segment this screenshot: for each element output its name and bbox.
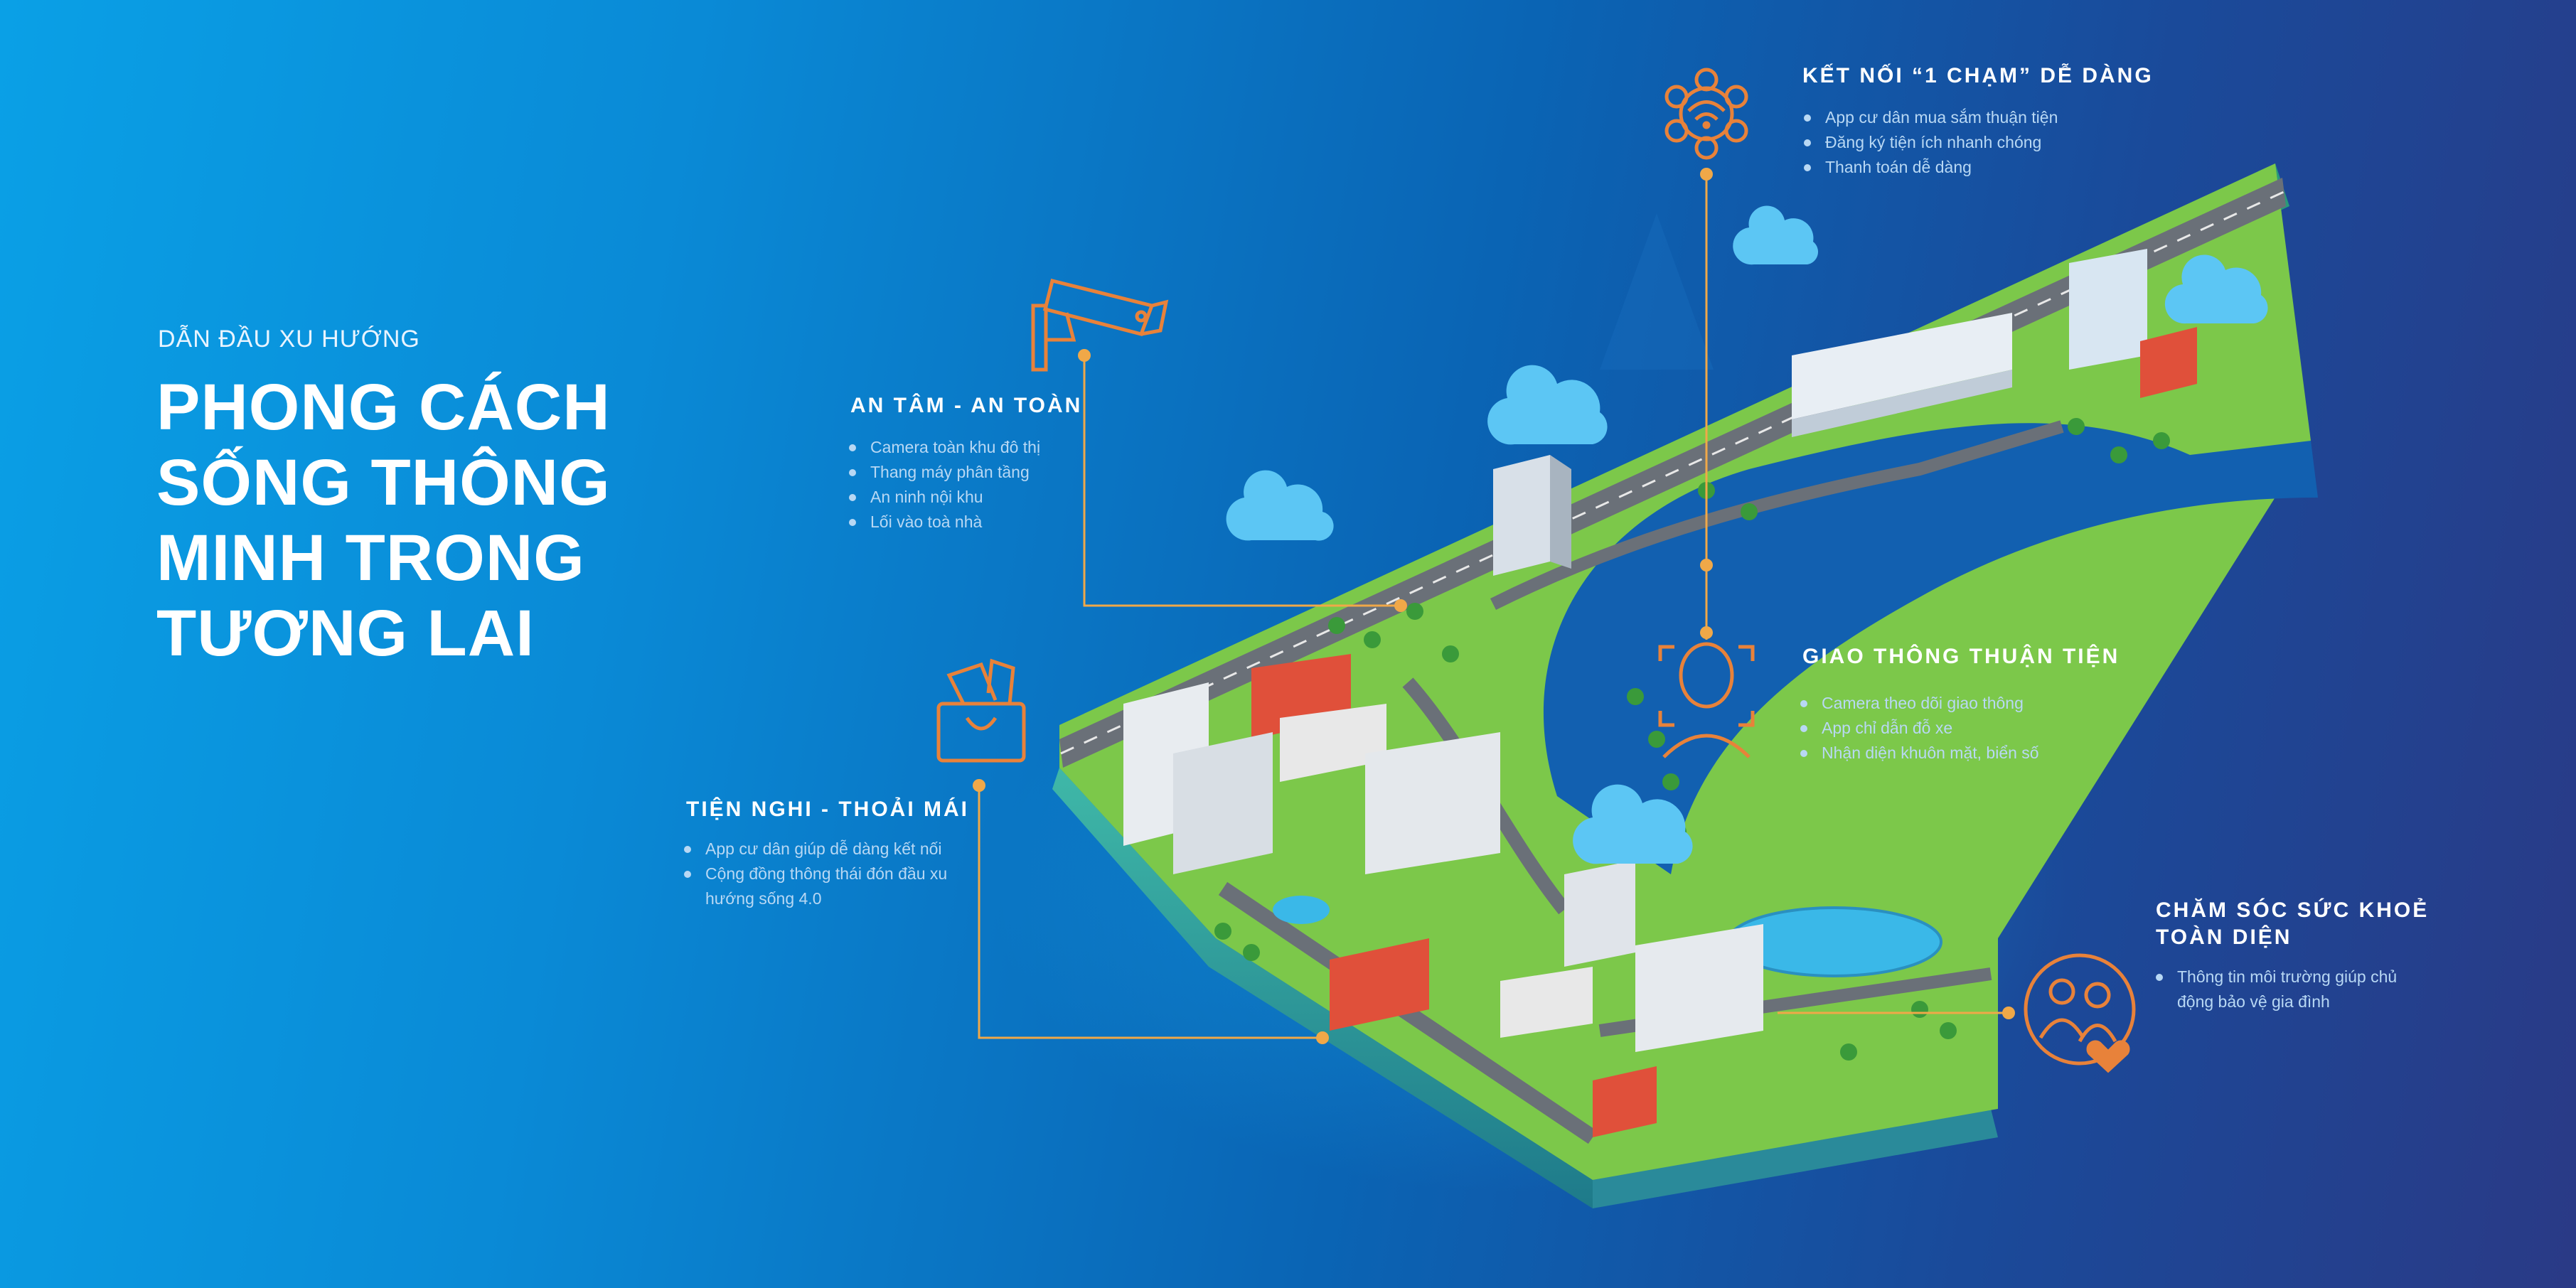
feature-health-title: CHĂM SÓC SỨC KHOẺ TOÀN DIỆN xyxy=(2156,897,2429,951)
list-item: Đăng ký tiện ích nhanh chóng xyxy=(1802,130,2058,155)
road-north xyxy=(1490,420,2064,611)
security-camera-icon xyxy=(1031,278,1169,372)
connector-comfort xyxy=(978,785,1322,1039)
pond xyxy=(1273,896,1330,924)
list-item: App chỉ dẫn đỗ xe xyxy=(1799,716,2039,741)
headline-title-line: MINH TRONG xyxy=(156,522,585,594)
feature-health-title-line: CHĂM SÓC SỨC KHOẺ xyxy=(2156,898,2430,922)
list-item: Cộng đồng thông thái đón đầu xu hướng số… xyxy=(683,862,981,911)
headline-title-line: SỐNG THÔNG xyxy=(156,446,611,519)
feature-connect-title: KẾT NỐI “1 CHẠM” DỄ DÀNG xyxy=(1802,64,2154,87)
headline-kicker: DẪN ĐẦU XU HƯỚNG xyxy=(158,326,420,353)
network-icon xyxy=(1664,68,1748,160)
bay-water xyxy=(1543,423,2318,874)
feature-safety-title: AN TÂM - AN TOÀN xyxy=(850,394,1083,417)
list-item: Lối vào toà nhà xyxy=(848,510,1040,535)
feature-connect-list: App cư dân mua sắm thuận tiện Đăng ký ti… xyxy=(1802,105,2058,180)
headline-title-line: PHONG CÁCH xyxy=(156,371,611,444)
list-item: Camera theo dõi giao thông xyxy=(1799,691,2039,716)
island-edge-south xyxy=(1593,1109,1998,1208)
buildings xyxy=(1123,249,2197,1137)
shopping-bag-icon xyxy=(936,658,1026,763)
list-item: Thông tin môi trường giúp chủ động bảo v… xyxy=(2154,965,2410,1014)
face-recognition-icon xyxy=(1658,642,1755,758)
feature-safety-list: Camera toàn khu đô thị Thang máy phân tầ… xyxy=(848,435,1040,535)
list-item: Camera toàn khu đô thị xyxy=(848,435,1040,460)
feature-health-list: Thông tin môi trường giúp chủ động bảo v… xyxy=(2154,965,2410,1014)
highway-lane-marking xyxy=(1060,190,2284,755)
list-item: App cư dân giúp dễ dàng kết nối xyxy=(683,837,981,862)
list-item: Thanh toán dễ dàng xyxy=(1802,155,2058,180)
list-item: Thang máy phân tầng xyxy=(848,460,1040,485)
feature-comfort-title: TIỆN NGHI - THOẢI MÁI xyxy=(686,798,969,821)
family-health-icon xyxy=(2024,953,2136,1073)
trees xyxy=(1214,418,2170,1061)
clouds xyxy=(1226,205,2268,864)
list-item: App cư dân mua sắm thuận tiện xyxy=(1802,105,2058,130)
list-item: Nhận diện khuôn mặt, biển số xyxy=(1799,741,2039,766)
list-item: An ninh nội khu xyxy=(848,485,1040,510)
feature-health-title-line: TOÀN DIỆN xyxy=(2156,925,2292,949)
feature-traffic-title: GIAO THÔNG THUẬN TIỆN xyxy=(1802,645,2120,668)
island-edge-west xyxy=(1052,768,1593,1208)
headline-title: PHONG CÁCH SỐNG THÔNG MINH TRONG TƯƠNG L… xyxy=(156,370,697,671)
feature-traffic-list: Camera theo dõi giao thông App chỉ dẫn đ… xyxy=(1799,691,2039,766)
feature-comfort-list: App cư dân giúp dễ dàng kết nối Cộng đồn… xyxy=(683,837,981,911)
headline-title-line: TƯƠNG LAI xyxy=(156,597,535,670)
connector-safety xyxy=(1083,355,1401,607)
